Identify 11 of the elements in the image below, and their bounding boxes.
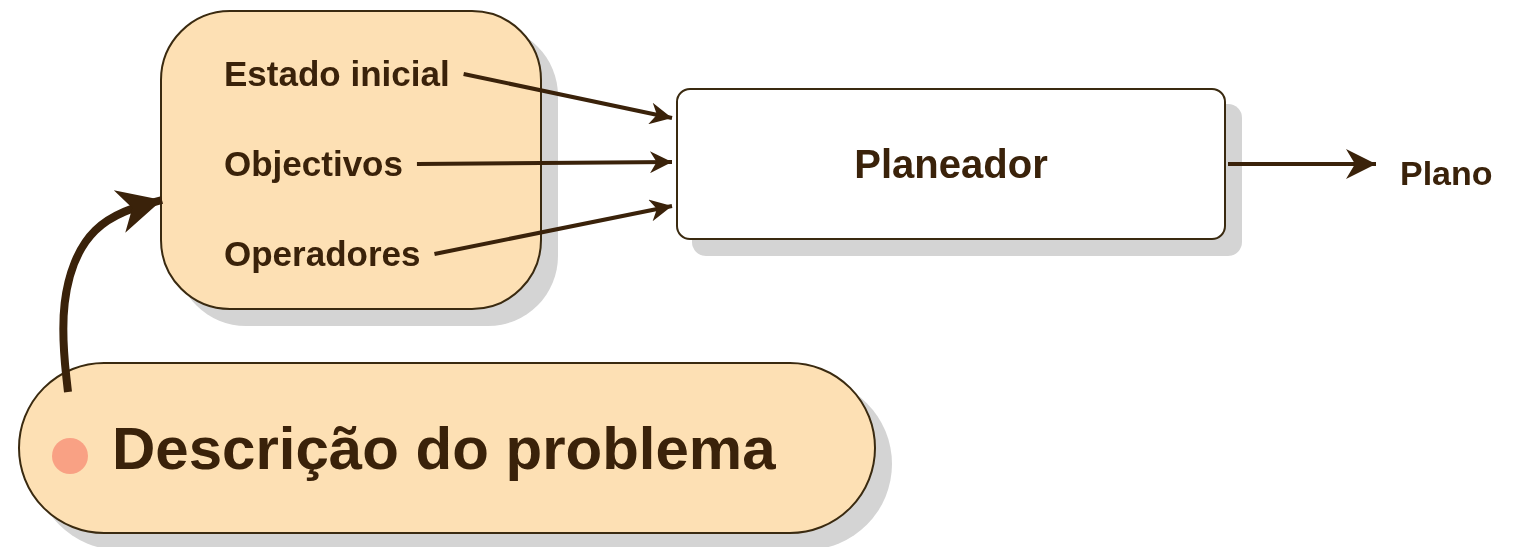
box-label: Planeador [854, 141, 1048, 187]
input-label: Objectivos [224, 144, 403, 184]
input-label: Operadores [224, 234, 421, 274]
description-label: Descrição do problema [112, 413, 776, 483]
arrow [1228, 149, 1376, 179]
arrow [463, 72, 673, 125]
arrow [416, 151, 672, 174]
input-label: Estado inicial [224, 54, 450, 94]
arrow [434, 199, 673, 256]
arrow [59, 190, 164, 393]
output-label: Plano [1400, 154, 1493, 193]
